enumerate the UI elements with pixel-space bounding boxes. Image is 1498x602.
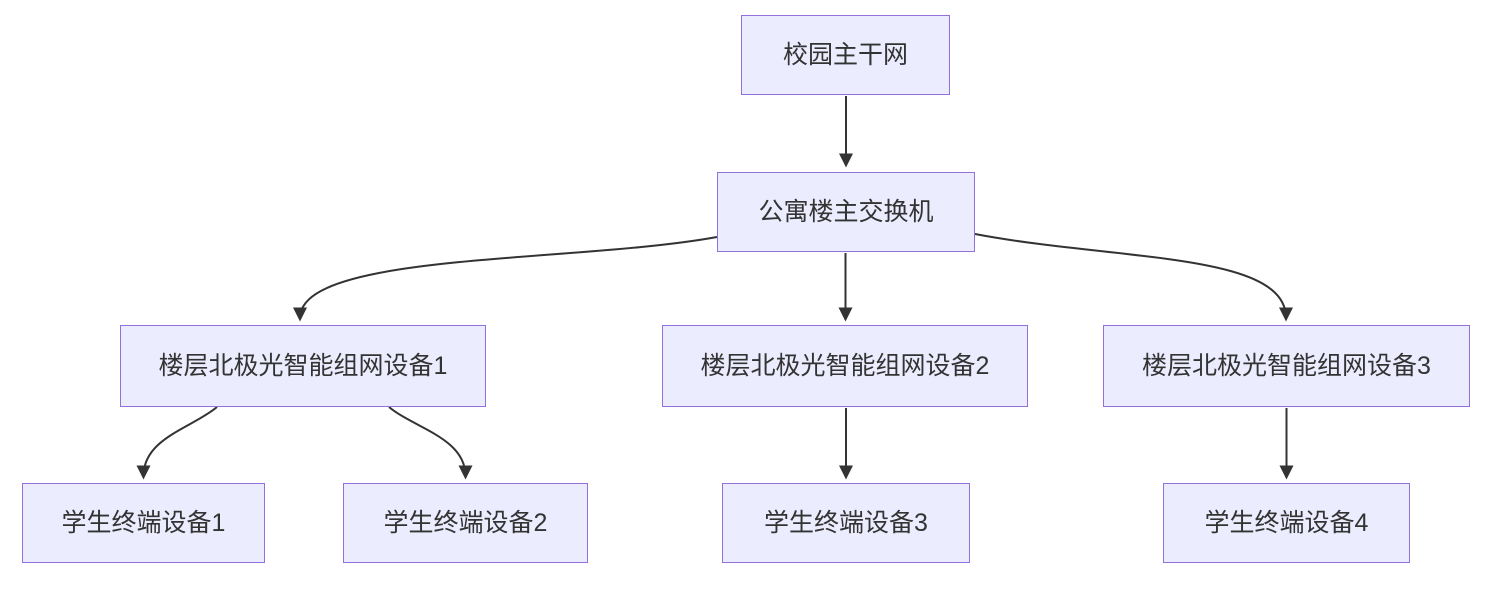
- edge-main-switch-to-floor-device-3: [974, 233, 1293, 322]
- node-floor-device-1: 楼层北极光智能组网设备1: [120, 325, 486, 407]
- node-floor-device-3-label: 楼层北极光智能组网设备3: [1142, 352, 1431, 380]
- node-student-device-3: 学生终端设备3: [722, 483, 970, 563]
- node-student-device-2-label: 学生终端设备2: [383, 509, 548, 537]
- node-student-device-1-label: 学生终端设备1: [61, 509, 226, 537]
- node-floor-device-1-label: 楼层北极光智能组网设备1: [158, 352, 448, 380]
- node-student-device-4-label: 学生终端设备4: [1204, 509, 1369, 537]
- edge-floor-device-1-to-student-device-1: [136, 406, 218, 480]
- node-campus-backbone: 校园主干网: [741, 15, 950, 95]
- edge-floor-device-1-to-student-device-2: [388, 406, 473, 480]
- edge-main-switch-to-floor-device-1: [293, 236, 718, 322]
- node-floor-device-2: 楼层北极光智能组网设备2: [662, 325, 1028, 407]
- node-floor-device-3: 楼层北极光智能组网设备3: [1103, 325, 1470, 407]
- node-student-device-4: 学生终端设备4: [1163, 483, 1410, 563]
- node-main-switch-label: 公寓楼主交换机: [758, 198, 934, 226]
- node-main-switch: 公寓楼主交换机: [717, 172, 975, 252]
- node-student-device-3-label: 学生终端设备3: [764, 509, 928, 537]
- node-student-device-1: 学生终端设备1: [22, 483, 265, 563]
- node-student-device-2: 学生终端设备2: [343, 483, 588, 563]
- node-campus-backbone-label: 校园主干网: [782, 41, 908, 69]
- node-floor-device-2-label: 楼层北极光智能组网设备2: [700, 352, 990, 380]
